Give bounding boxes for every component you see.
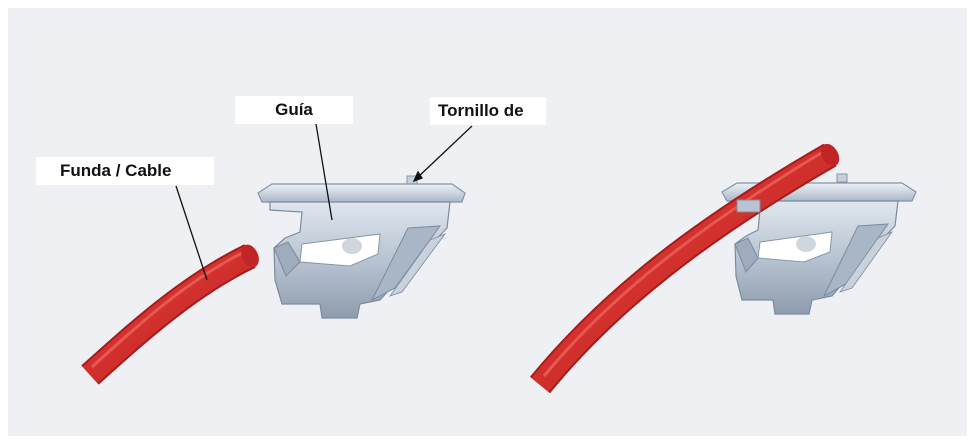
arrowhead-tornillo	[412, 170, 423, 183]
label-tornillo: Tornillo de	[430, 97, 546, 125]
guide-front-lip	[736, 199, 761, 213]
label-funda-cable: Funda / Cable	[36, 157, 214, 185]
leader-lines	[175, 123, 473, 281]
leader-funda	[175, 185, 208, 281]
cable-right	[529, 143, 840, 394]
cable-left	[81, 244, 259, 385]
cable-guide-left	[257, 175, 466, 319]
leader-tornillo	[416, 125, 473, 179]
label-guia: Guía	[235, 96, 353, 124]
leader-guia	[315, 123, 333, 221]
